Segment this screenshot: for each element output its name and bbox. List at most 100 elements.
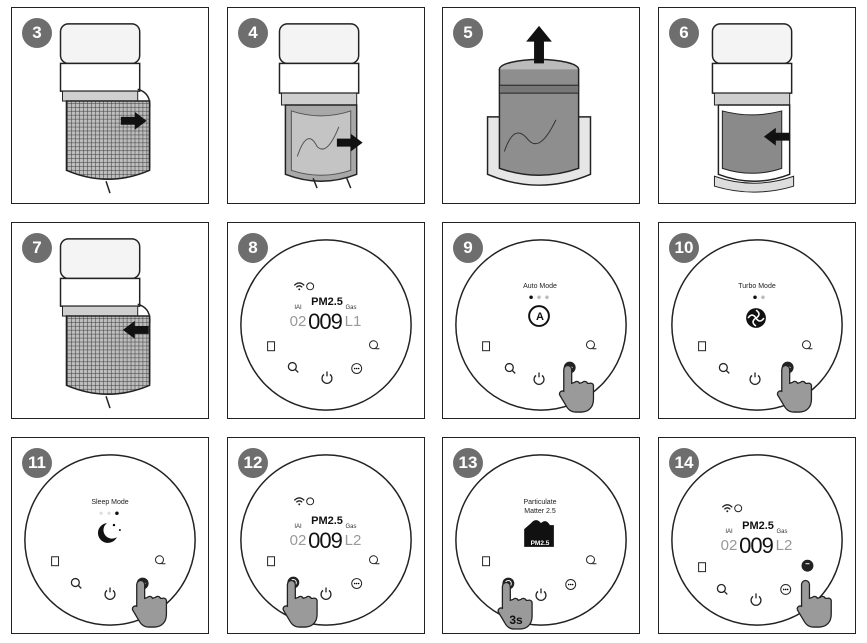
step-number: 11 (22, 448, 52, 478)
moon-icon (97, 523, 121, 543)
step-number: 3 (22, 18, 52, 48)
step-number: 9 (453, 233, 483, 263)
control-panel-circle (240, 239, 412, 411)
more-icon (780, 584, 792, 595)
step-number: 13 (453, 448, 483, 478)
step-number: 14 (669, 448, 699, 478)
arrow-icon (122, 320, 149, 339)
arrow-icon (763, 127, 790, 146)
purifier-illustration (59, 23, 151, 194)
gas-value: L2 (344, 532, 362, 549)
wifi-icon (721, 504, 733, 513)
gas-label: Gas (776, 529, 788, 535)
pm-factory-icon (524, 520, 554, 547)
arrow-icon (526, 25, 552, 64)
light-icon (586, 555, 597, 565)
step-number: 8 (238, 233, 268, 263)
iai-label: IAI (725, 529, 733, 535)
filter-icon (51, 556, 60, 567)
hold-time: 3s (509, 613, 523, 627)
power-icon (533, 372, 545, 385)
power-icon (535, 588, 547, 601)
light-icon (155, 555, 166, 565)
filter-icon (267, 341, 276, 352)
filter-icon (482, 556, 491, 567)
turbo-fan-icon (746, 308, 766, 328)
step-panel-8: 8 PM2.5 IAI Gas 02 009 L1 (227, 222, 425, 419)
pm-badge-label: PM2.5 (530, 540, 550, 547)
step-number: 12 (238, 448, 268, 478)
step-number: 6 (669, 18, 699, 48)
pm-label: PM2.5 (311, 296, 343, 308)
search-icon (504, 362, 516, 374)
purifier-illustration (59, 238, 151, 409)
filter-illustration (486, 25, 592, 186)
power-icon (750, 593, 762, 606)
auto-icon (734, 504, 743, 513)
step-number: 4 (238, 18, 268, 48)
iai-value: 02 (289, 532, 307, 549)
filter-icon (698, 562, 707, 573)
search-icon (716, 583, 728, 595)
mode-label: Sleep Mode (91, 499, 129, 506)
light-icon (369, 340, 380, 350)
gas-label: Gas (345, 305, 357, 311)
iai-value: 02 (720, 537, 738, 554)
light-icon (802, 340, 813, 350)
mode-label-line1: Particulate (523, 499, 557, 506)
pm-label: PM2.5 (311, 515, 343, 527)
light-icon (369, 555, 380, 565)
filter-icon (698, 341, 707, 352)
more-icon (351, 363, 363, 374)
more-icon (565, 579, 577, 590)
mode-label-line2: Matter 2.5 (524, 508, 556, 515)
step-panel-7: 7 (11, 222, 209, 419)
step-panel-12: 12 PM2.5 IAI Gas 02 009 L2 (227, 437, 425, 634)
step-panel-9: 9 Auto Mode A (442, 222, 640, 419)
pm-label: PM2.5 (742, 520, 774, 532)
iai-value: 02 (289, 313, 307, 330)
more-icon (351, 578, 363, 589)
step-panel-3: 3 (11, 7, 209, 204)
step-panel-6: 6 (658, 7, 856, 204)
step-panel-11: 11 Sleep Mode (11, 437, 209, 634)
power-icon (320, 587, 332, 600)
step-number: 5 (453, 18, 483, 48)
purifier-illustration (278, 23, 363, 189)
auto-mode-letter: A (536, 311, 544, 323)
auto-icon (306, 497, 315, 506)
arrow-icon (120, 111, 147, 130)
iai-label: IAI (294, 524, 302, 530)
step-number: 7 (22, 233, 52, 263)
mode-label: Auto Mode (523, 283, 557, 290)
auto-mode-icon (528, 305, 550, 327)
step-panel-4: 4 (227, 7, 425, 204)
pm-value: 009 (308, 528, 343, 553)
power-icon (749, 372, 761, 385)
control-panel-circle (240, 454, 412, 626)
step-panel-5: 5 (442, 7, 640, 204)
power-icon (104, 587, 116, 600)
step-panel-13: 13 Particulate Matter 2.5 PM2.5 3s (442, 437, 640, 634)
step-number: 10 (669, 233, 699, 263)
step-panel-10: 10 Turbo Mode (658, 222, 856, 419)
power-icon (321, 371, 333, 384)
pm-value: 009 (739, 533, 774, 558)
wifi-icon (293, 282, 305, 291)
search-icon (287, 361, 299, 373)
gas-value: L2 (775, 537, 793, 554)
search-icon (70, 577, 82, 589)
mode-label: Turbo Mode (738, 283, 776, 290)
gas-label: Gas (345, 524, 357, 530)
search-icon (718, 362, 730, 374)
iai-label: IAI (294, 305, 302, 311)
filter-icon (267, 556, 276, 567)
gas-value: L1 (344, 313, 362, 330)
purifier-illustration (711, 23, 795, 193)
arrow-icon (336, 133, 363, 152)
pm-value: 009 (308, 309, 343, 334)
filter-icon (482, 341, 491, 352)
light-icon (801, 559, 814, 572)
control-panel-circle (671, 454, 843, 626)
auto-icon (306, 282, 315, 291)
